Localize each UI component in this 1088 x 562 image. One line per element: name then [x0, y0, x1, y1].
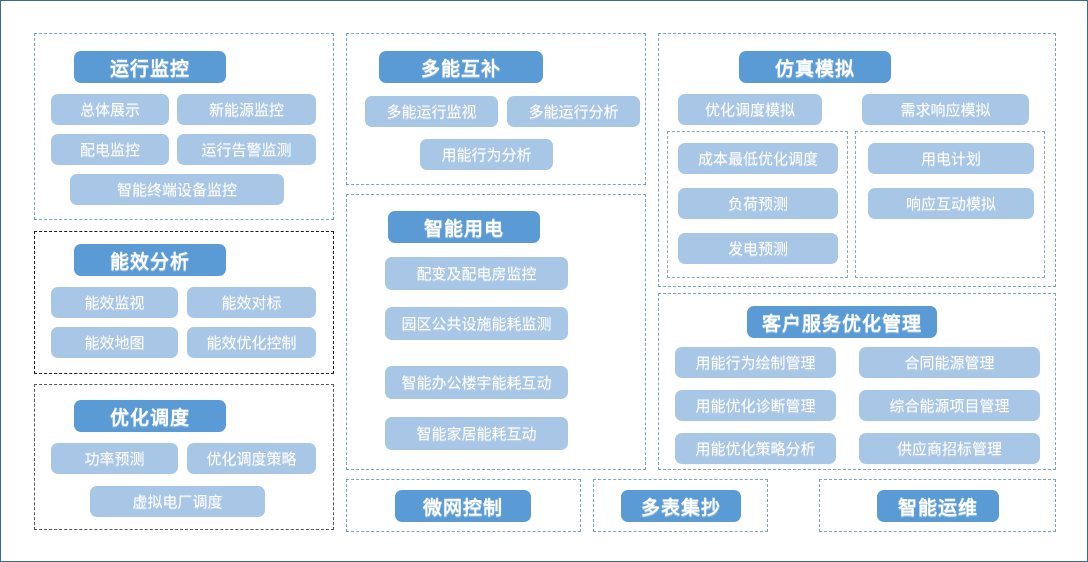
- item-smart-office-building-energy-interaction[interactable]: 智能办公楼宇能耗互动: [385, 366, 568, 399]
- item-energy-behavior-analysis[interactable]: 用能行为分析: [420, 139, 553, 170]
- item-multi-energy-operation-monitoring[interactable]: 多能运行监视: [365, 96, 498, 127]
- item-efficiency-monitoring[interactable]: 能效监视: [51, 287, 178, 318]
- group-multi-energy-complementary: 多能互补 多能运行监视 多能运行分析 用能行为分析: [346, 33, 646, 185]
- item-multi-energy-operation-analysis[interactable]: 多能运行分析: [507, 96, 640, 127]
- item-energy-optimization-strategy-analysis[interactable]: 用能优化策略分析: [675, 433, 836, 464]
- item-operation-alarm-monitoring[interactable]: 运行告警监测: [177, 134, 316, 165]
- group-title-smart-operations: 智能运维: [877, 490, 999, 522]
- item-new-energy-monitoring[interactable]: 新能源监控: [177, 94, 316, 125]
- group-smart-electricity: 智能用电 配变及配电房监控 园区公共设施能耗监测 智能办公楼宇能耗互动 智能家居…: [346, 194, 646, 470]
- item-smart-terminal-device-monitoring[interactable]: 智能终端设备监控: [70, 174, 284, 205]
- group-title-customer-service-optimization: 客户服务优化管理: [747, 306, 937, 338]
- item-energy-optimization-diagnosis-management[interactable]: 用能优化诊断管理: [675, 390, 836, 421]
- group-customer-service-optimization: 客户服务优化管理 用能行为绘制管理 合同能源管理 用能优化诊断管理 综合能源项目…: [658, 293, 1056, 470]
- item-electricity-usage-plan[interactable]: 用电计划: [868, 143, 1034, 174]
- item-efficiency-benchmarking[interactable]: 能效对标: [187, 287, 316, 318]
- group-multi-meter-reading: 多表集抄: [593, 479, 768, 532]
- item-integrated-energy-project-management[interactable]: 综合能源项目管理: [859, 390, 1040, 421]
- item-contract-energy-management[interactable]: 合同能源管理: [859, 347, 1040, 378]
- item-load-forecast[interactable]: 负荷预测: [678, 188, 838, 219]
- item-lowest-cost-optimized-dispatch[interactable]: 成本最低优化调度: [678, 143, 838, 174]
- item-efficiency-optimization-control[interactable]: 能效优化控制: [187, 327, 316, 358]
- item-overall-display[interactable]: 总体展示: [51, 94, 169, 125]
- group-title-optimized-dispatch: 优化调度: [74, 400, 226, 432]
- group-title-multi-meter-reading: 多表集抄: [621, 490, 741, 522]
- group-operation-monitoring: 运行监控 总体展示 新能源监控 配电监控 运行告警监测 智能终端设备监控: [34, 33, 334, 220]
- item-supplier-bidding-management[interactable]: 供应商招标管理: [859, 433, 1040, 464]
- item-transformer-substation-monitoring[interactable]: 配变及配电房监控: [385, 257, 568, 290]
- subgroup-simulation-demand: 用电计划 响应互动模拟: [855, 131, 1045, 278]
- group-optimized-dispatch: 优化调度 功率预测 优化调度策略 虚拟电厂调度: [34, 384, 334, 530]
- item-power-forecast[interactable]: 功率预测: [51, 443, 178, 474]
- group-title-microgrid-control: 微网控制: [395, 490, 531, 522]
- group-efficiency-analysis: 能效分析 能效监视 能效对标 能效地图 能效优化控制: [34, 231, 334, 374]
- group-simulation: 仿真模拟 优化调度模拟 需求响应模拟 成本最低优化调度 负荷预测 发电预测 用电…: [658, 33, 1056, 287]
- item-energy-behavior-mapping-management[interactable]: 用能行为绘制管理: [675, 347, 836, 378]
- subgroup-simulation-dispatch: 成本最低优化调度 负荷预测 发电预测: [667, 131, 848, 278]
- item-demand-response-simulation[interactable]: 需求响应模拟: [862, 94, 1029, 125]
- item-optimized-dispatch-simulation[interactable]: 优化调度模拟: [678, 94, 822, 125]
- item-response-interaction-simulation[interactable]: 响应互动模拟: [868, 188, 1034, 219]
- group-title-efficiency-analysis: 能效分析: [74, 244, 226, 276]
- item-park-public-facility-energy-monitoring[interactable]: 园区公共设施能耗监测: [385, 307, 568, 340]
- group-smart-operations: 智能运维: [819, 479, 1056, 532]
- group-title-smart-electricity: 智能用电: [388, 211, 540, 243]
- item-smart-home-energy-interaction[interactable]: 智能家居能耗互动: [385, 417, 568, 450]
- item-efficiency-map[interactable]: 能效地图: [51, 327, 178, 358]
- group-title-simulation: 仿真模拟: [739, 51, 891, 83]
- item-distribution-monitoring[interactable]: 配电监控: [51, 134, 169, 165]
- item-optimized-dispatch-strategy[interactable]: 优化调度策略: [187, 443, 316, 474]
- group-title-operation-monitoring: 运行监控: [74, 51, 226, 83]
- item-generation-forecast[interactable]: 发电预测: [678, 233, 838, 264]
- group-microgrid-control: 微网控制: [346, 479, 581, 532]
- group-title-multi-energy-complementary: 多能互补: [379, 51, 543, 83]
- item-virtual-power-plant-dispatch[interactable]: 虚拟电厂调度: [90, 486, 265, 517]
